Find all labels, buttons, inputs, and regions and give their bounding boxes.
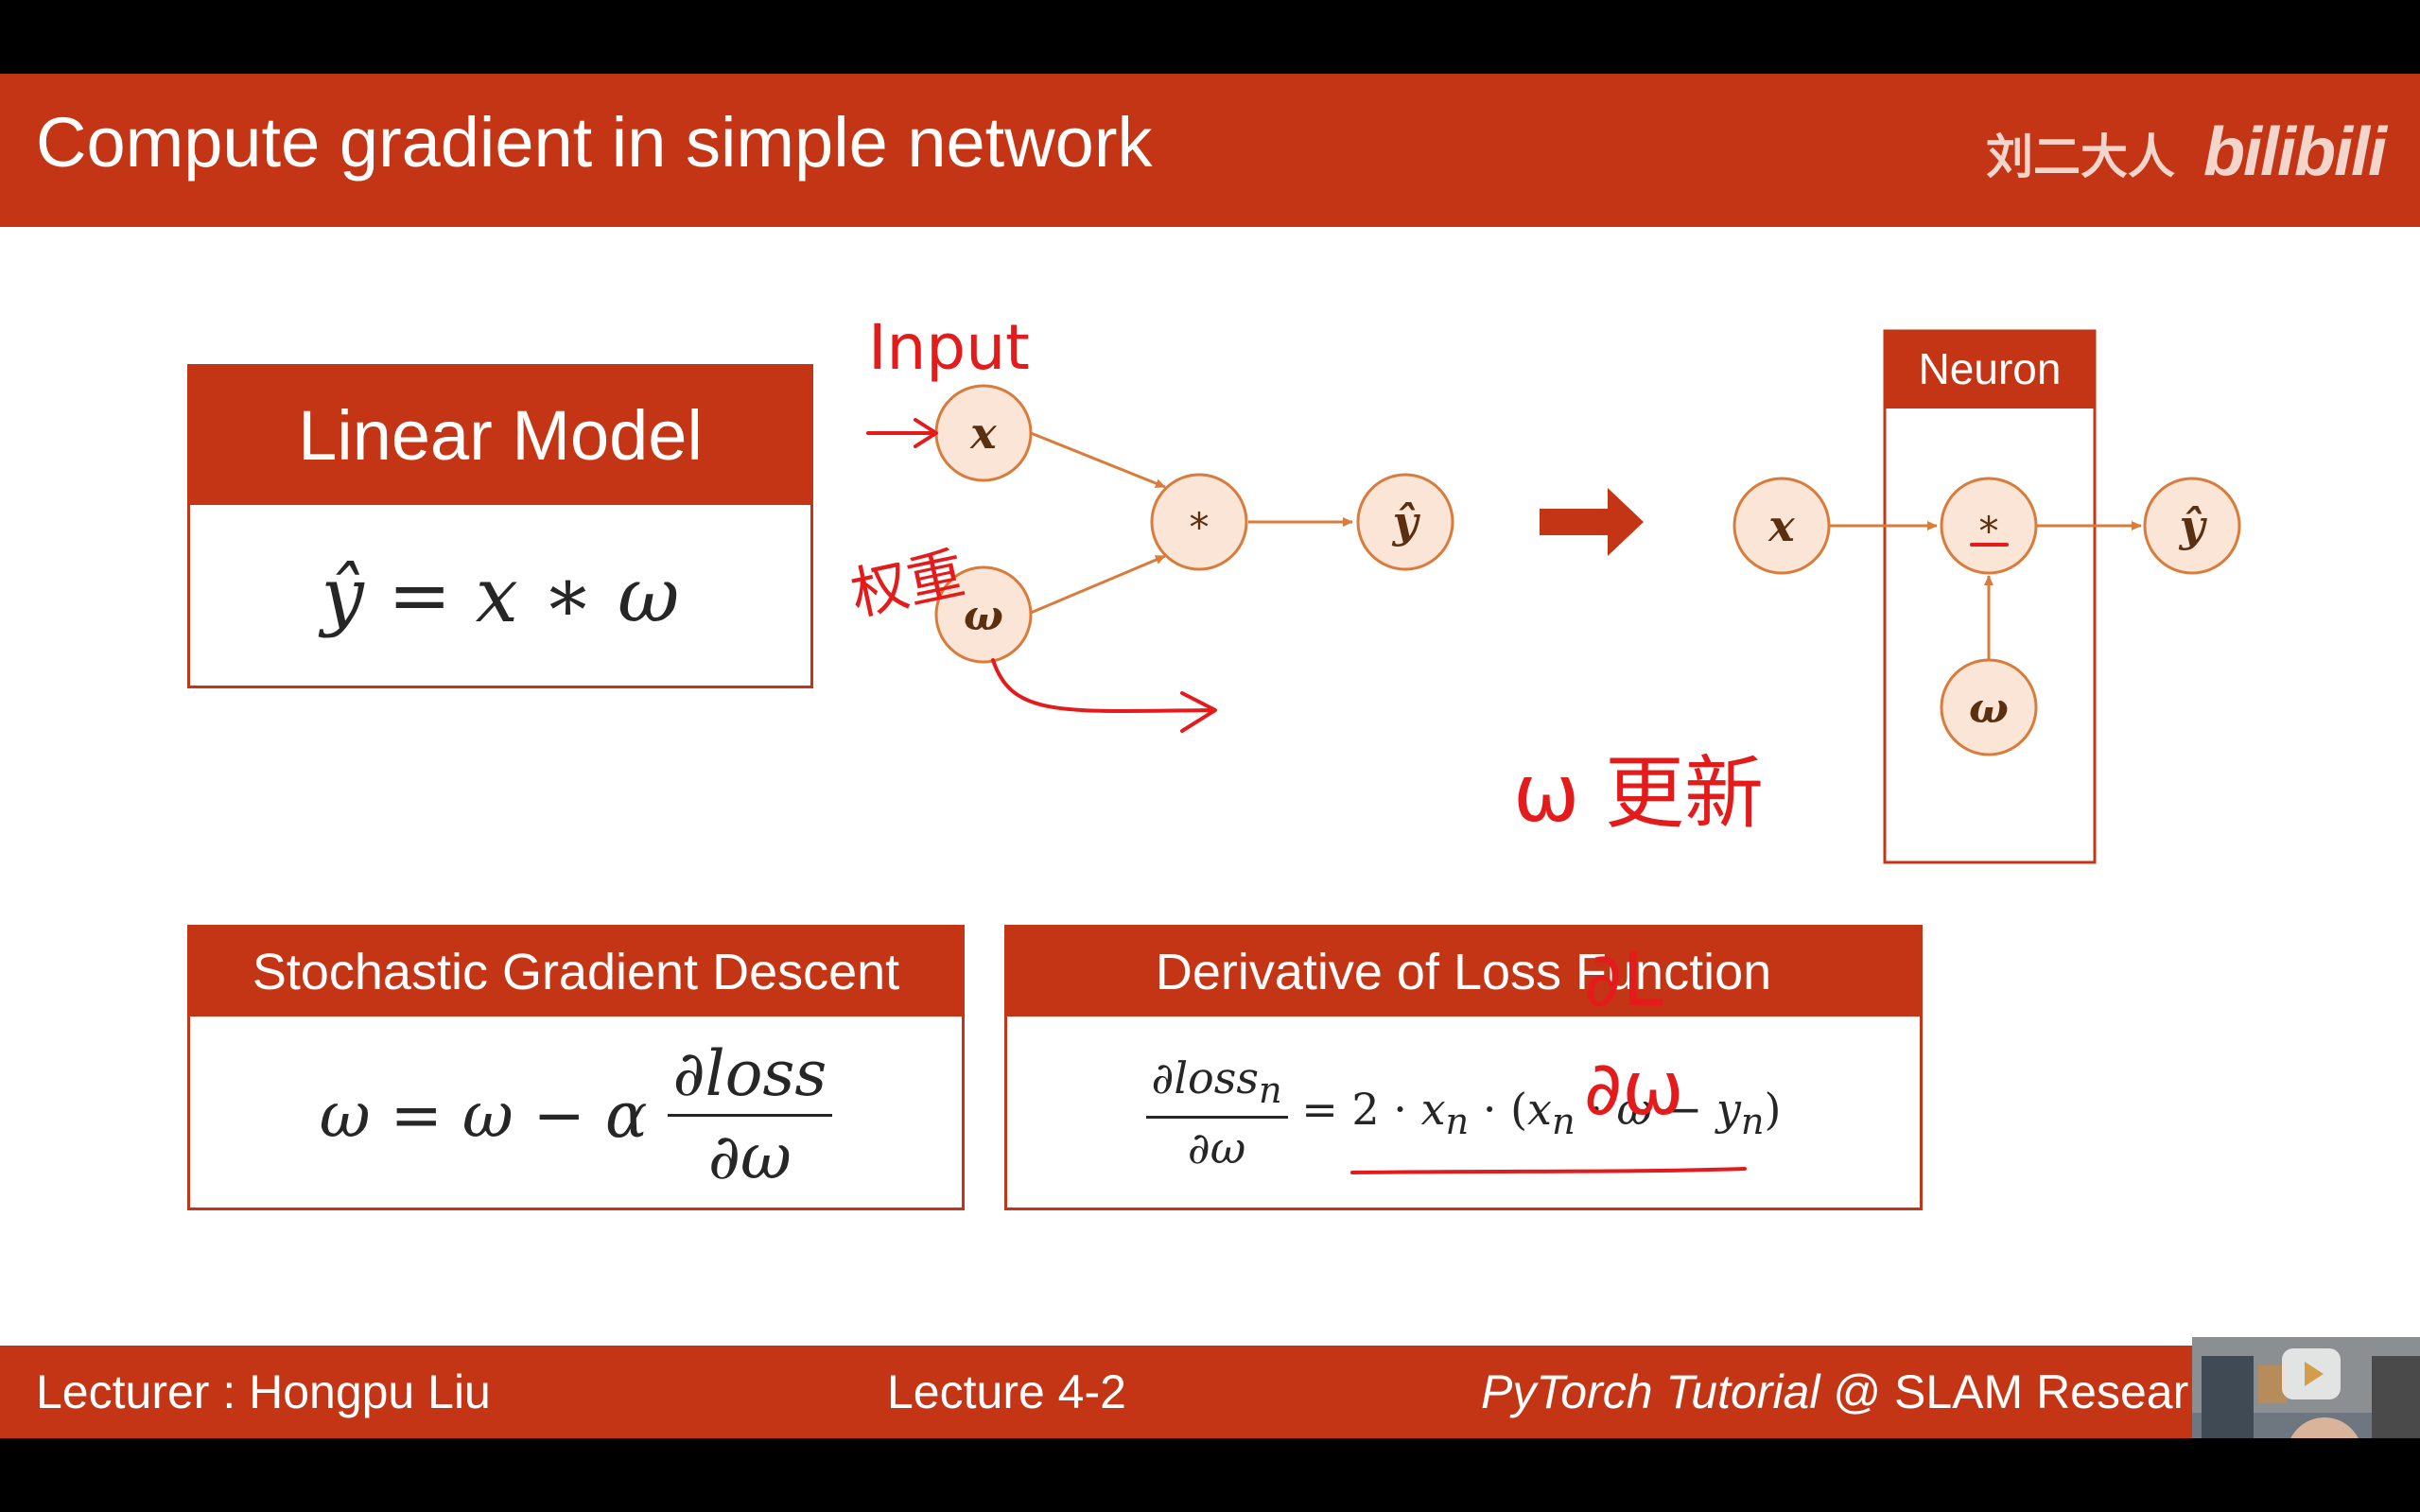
svg-text:ŷ: ŷ bbox=[2179, 500, 2208, 551]
derivative-denominator: ∂ω bbox=[1187, 1122, 1246, 1174]
ink-input-arrow-icon bbox=[866, 418, 938, 448]
linear-model-formula: ŷ = x ∗ ω bbox=[190, 505, 810, 686]
ink-partial-top: ∂L bbox=[1584, 938, 1663, 1023]
formula-omega: ω bbox=[618, 551, 680, 639]
webcam-overlay bbox=[2192, 1337, 2420, 1438]
formula-x: x bbox=[475, 551, 518, 639]
neuron-node-omega: ω bbox=[1940, 658, 2038, 756]
transform-arrow-icon bbox=[1540, 488, 1644, 556]
formula-equals: = bbox=[388, 551, 452, 639]
linear-model-box: Linear Model ŷ = x ∗ ω bbox=[187, 364, 813, 688]
sgd-numerator: ∂loss bbox=[667, 1037, 833, 1117]
node-omega: ω bbox=[934, 565, 1033, 664]
derivative-fraction: ∂lossn ∂ω bbox=[1145, 1052, 1288, 1174]
watermark-author: 刘二大人 bbox=[1986, 130, 2175, 183]
ink-partial-bottom: ∂ω bbox=[1584, 1047, 1684, 1132]
node-yhat: ŷ bbox=[1356, 473, 1454, 571]
neuron-node-multiply: * bbox=[1940, 477, 2038, 575]
svg-text:ω: ω bbox=[1969, 685, 2009, 733]
svg-text:ŷ: ŷ bbox=[1392, 496, 1421, 547]
ink-underline bbox=[1350, 1167, 1747, 1174]
edge-w-to-mul bbox=[1030, 554, 1166, 615]
svg-text:x: x bbox=[969, 408, 997, 459]
footer-course-italic: PyTorch Tutorial bbox=[1481, 1365, 1820, 1418]
linear-model-heading: Linear Model bbox=[190, 367, 810, 505]
sgd-fraction: ∂loss ∂ω bbox=[667, 1037, 833, 1193]
svg-text:*: * bbox=[1190, 504, 1210, 550]
derivative-formula: ∂lossn ∂ω = 2 · xn · (xn · ω − yn) bbox=[1007, 1017, 1920, 1208]
derivative-heading: Derivative of Loss Function bbox=[1007, 928, 1920, 1017]
footer-lecture-number: Lecture 4-2 bbox=[887, 1365, 1126, 1418]
ink-w-update-label: ω 更新 bbox=[1513, 747, 1764, 840]
neuron-node-x: x bbox=[1732, 477, 1831, 575]
derivative-rhs: = 2 · xn · (xn · ω − yn) bbox=[1301, 1083, 1782, 1143]
sgd-heading: Stochastic Gradient Descent bbox=[190, 928, 962, 1017]
svg-text:*: * bbox=[1979, 508, 1999, 554]
sgd-formula: ω = ω − α ∂loss ∂ω bbox=[190, 1017, 962, 1208]
derivative-numerator: ∂lossn bbox=[1145, 1052, 1288, 1120]
ink-weight-arrow-icon bbox=[991, 658, 1217, 733]
svg-text:ω: ω bbox=[964, 592, 1003, 640]
svg-text:x: x bbox=[1767, 500, 1795, 551]
formula-times: ∗ bbox=[542, 551, 594, 639]
formula-yhat: ŷ bbox=[321, 551, 364, 639]
diagram-canvas: x ω * ŷ Neuron x * bbox=[845, 311, 2241, 1174]
slide-title: Compute gradient in simple network bbox=[36, 103, 1153, 182]
sgd-denominator: ∂ω bbox=[707, 1121, 792, 1193]
edge-x-to-mul bbox=[1030, 431, 1166, 489]
sgd-lhs: ω = ω − α bbox=[319, 1079, 648, 1152]
slide: Compute gradient in simple network 刘二大人 … bbox=[0, 74, 2420, 1438]
footer-lecturer: Lecturer : Hongpu Liu bbox=[36, 1365, 491, 1418]
play-button-icon[interactable] bbox=[2282, 1348, 2341, 1399]
bilibili-logo: bilibili bbox=[2203, 114, 2387, 190]
title-bar: Compute gradient in simple network 刘二大人 … bbox=[0, 74, 2420, 227]
neuron-header bbox=[1885, 331, 2095, 408]
footer-course-rest: @ SLAM Resear bbox=[1819, 1365, 2189, 1418]
footer-bar: Lecturer : Hongpu Liu Lecture 4-2 PyTorc… bbox=[0, 1346, 2420, 1438]
node-multiply: * bbox=[1150, 473, 1248, 571]
node-x: x bbox=[934, 384, 1033, 482]
sgd-box: Stochastic Gradient Descent ω = ω − α ∂l… bbox=[187, 925, 965, 1210]
derivative-box: Derivative of Loss Function ∂lossn ∂ω = … bbox=[1004, 925, 1923, 1210]
neuron-label: Neuron bbox=[1919, 344, 2062, 393]
neuron-node-yhat: ŷ bbox=[2143, 477, 2241, 575]
ink-input-label: Input bbox=[868, 311, 1030, 384]
footer-course: PyTorch Tutorial @ SLAM Resear bbox=[1481, 1364, 2188, 1419]
ink-annotations bbox=[866, 418, 2009, 1174]
